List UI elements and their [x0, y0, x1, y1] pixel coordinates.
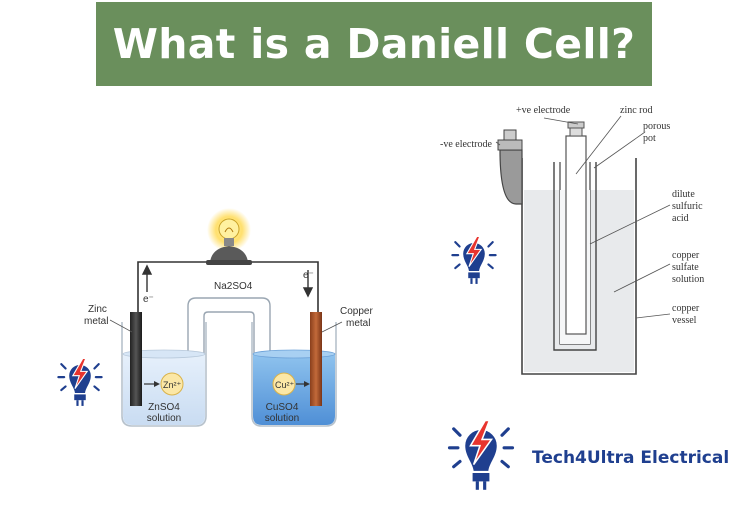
negative-electrode-label: -ve electrode [440, 139, 492, 150]
bulb-plug-bolt-icon [451, 235, 497, 286]
external-circuit-wire [137, 261, 319, 318]
brand-name: Tech4Ultra Electrical [532, 448, 730, 468]
lamp-icon [206, 208, 252, 265]
page-title: What is a Daniell Cell? [112, 20, 636, 68]
cuso4-label: CuSO4 [266, 402, 299, 413]
positive-electrode-label: +ve electrode [516, 105, 571, 116]
copper-ion-label: Cu²⁺ [275, 380, 295, 390]
znso4-label: ZnSO4 [148, 402, 180, 413]
galvanic-cell-diagram: e⁻ e⁻ Na2SO4 [84, 208, 373, 427]
dilute-acid-label: dilute [672, 189, 695, 200]
copper-ion [272, 372, 310, 396]
electron-label-right: e⁻ [303, 270, 314, 281]
bulb-plug-bolt-icon [57, 357, 103, 408]
dilute-acid-label-2: sulfuric [672, 201, 703, 212]
zinc-metal-label: Zinc [88, 304, 107, 315]
copper-vessel-label: copper [672, 303, 700, 314]
dilute-acid-label-3: acid [672, 213, 689, 224]
copper-sulfate-label-3: solution [672, 274, 704, 285]
electron-flow-arrows [141, 264, 314, 298]
cuso4-label-2: solution [265, 413, 299, 424]
electron-label-left: e⁻ [143, 294, 154, 305]
copper-vessel-label-2: vessel [672, 315, 697, 326]
salt-bridge-label: Na2SO4 [214, 281, 253, 292]
porous-pot-label: porous [643, 121, 670, 132]
zinc-electrode [130, 312, 142, 406]
porous-pot-label-2: pot [643, 133, 656, 144]
copper-metal-label-2: metal [346, 318, 370, 329]
zinc-metal-label-2: metal [84, 316, 108, 327]
salt-bridge [187, 297, 271, 368]
copper-metal-label: Copper [340, 306, 373, 317]
brand-logo-icon [447, 418, 515, 492]
daniell-cell-cross-section: +ve electrode -ve electrode zinc rod por… [440, 105, 704, 375]
znso4-label-2: solution [147, 413, 181, 424]
zinc-rod-label: zinc rod [620, 105, 653, 116]
zinc-ion [144, 372, 184, 396]
copper-sulfate-label-2: sulfate [672, 262, 699, 273]
title-banner: What is a Daniell Cell? [96, 2, 652, 86]
copper-sulfate-label: copper [672, 250, 700, 261]
copper-electrode [310, 312, 322, 406]
zinc-ion-label: Zn²⁺ [163, 380, 182, 390]
